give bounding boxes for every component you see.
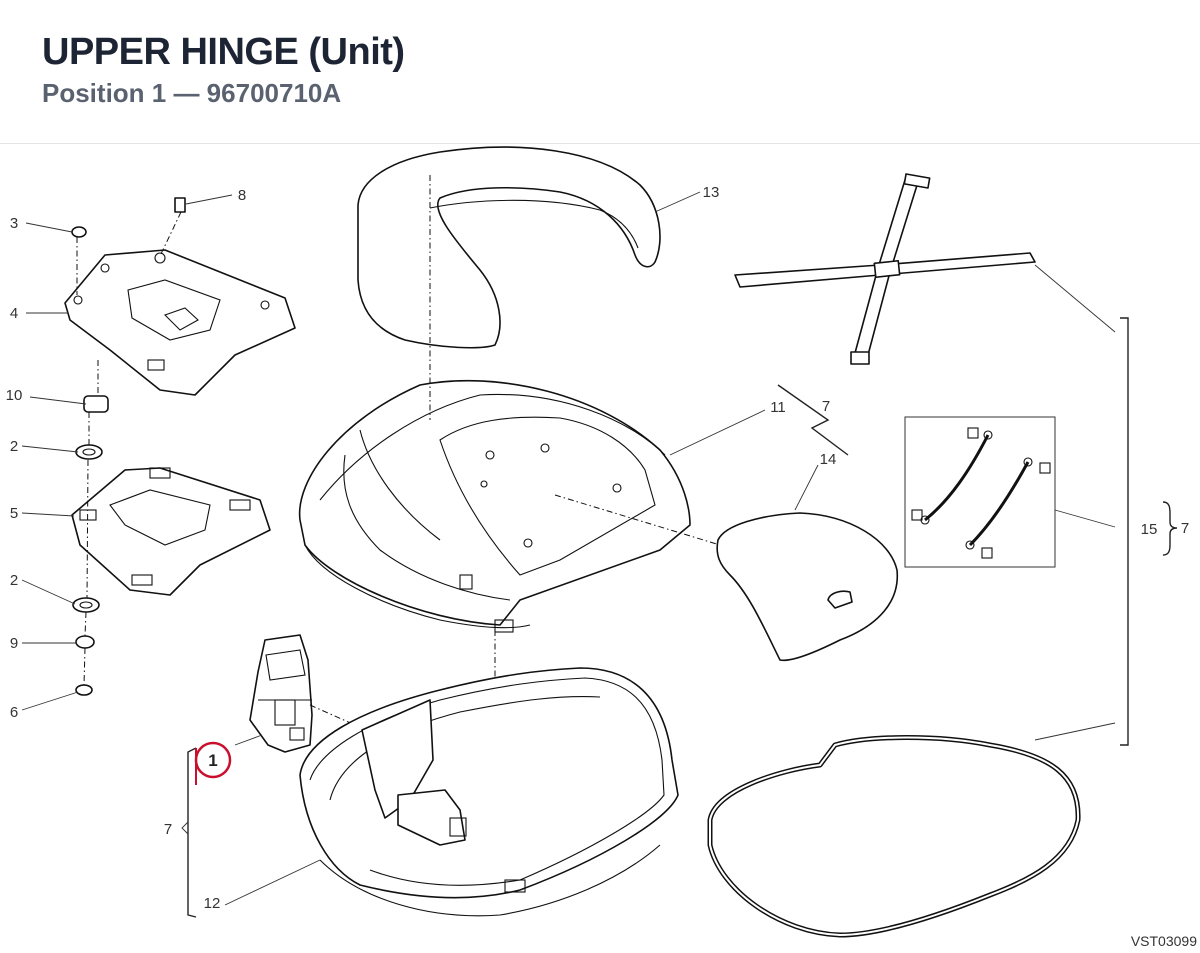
callout-15[interactable]: 15 [1141, 521, 1158, 538]
callout-1[interactable]: 1 [208, 751, 217, 770]
fastener-screw-3[interactable] [71, 226, 87, 238]
callout-6[interactable]: 6 [10, 704, 18, 721]
callout-7-right[interactable]: 7 [1181, 520, 1189, 537]
lid-shell[interactable] [298, 379, 691, 633]
header: UPPER HINGE (Unit) Position 1 — 96700710… [42, 28, 405, 110]
callout-1-highlight[interactable]: 1 [194, 741, 232, 779]
brace-15-7 [1162, 501, 1178, 556]
drawing-reference: VST03099 [1131, 933, 1197, 949]
upper-hinge-unit[interactable] [249, 634, 313, 753]
base-plate-upper[interactable] [64, 249, 296, 396]
retaining-straps-box[interactable] [904, 416, 1056, 568]
screw-6[interactable] [75, 684, 93, 696]
washer-2-upper[interactable] [75, 444, 103, 460]
callout-10[interactable]: 10 [6, 387, 23, 404]
nut-10[interactable] [83, 395, 109, 413]
fastener-screw-8[interactable] [174, 197, 186, 213]
callout-5[interactable]: 5 [10, 505, 18, 522]
callout-12[interactable]: 12 [204, 895, 221, 912]
callout-8[interactable]: 8 [238, 187, 246, 204]
callout-11[interactable]: 11 [770, 399, 786, 416]
callout-2-lower[interactable]: 2 [10, 572, 18, 589]
assembly-axis-pad [554, 494, 721, 546]
base-plate-lower[interactable] [71, 467, 271, 596]
callout-7-mid[interactable]: 7 [822, 398, 830, 415]
callout-13[interactable]: 13 [703, 184, 720, 201]
callout-7-left[interactable]: 7 [164, 821, 172, 838]
highlight-ring [194, 741, 232, 779]
washer-2-lower[interactable] [72, 597, 100, 613]
passenger-pad[interactable] [716, 512, 899, 662]
callout-4[interactable]: 4 [10, 305, 18, 322]
callout-14[interactable]: 14 [820, 451, 837, 468]
brace-left-7 [187, 747, 197, 918]
assembly-axis-screw [159, 211, 182, 257]
page-subtitle: Position 1 — 96700710A [42, 78, 342, 108]
page-title: UPPER HINGE (Unit) [42, 31, 405, 73]
callout-9[interactable]: 9 [10, 635, 18, 652]
hinge-axis [309, 704, 356, 726]
cross-strap[interactable] [734, 173, 1036, 365]
washer-9[interactable] [75, 635, 95, 649]
header-divider [0, 143, 1200, 144]
brace-left-tip [181, 821, 189, 835]
brace-15 [1120, 317, 1129, 746]
callout-2-upper[interactable]: 2 [10, 438, 18, 455]
assembly-axis-left [76, 237, 99, 686]
case-body[interactable] [299, 667, 679, 917]
seal-gasket[interactable] [707, 735, 1081, 938]
brace-11-7 [777, 384, 849, 456]
backrest-pad[interactable] [357, 146, 661, 349]
leader-lines [21, 191, 1116, 906]
callout-3[interactable]: 3 [10, 215, 18, 232]
